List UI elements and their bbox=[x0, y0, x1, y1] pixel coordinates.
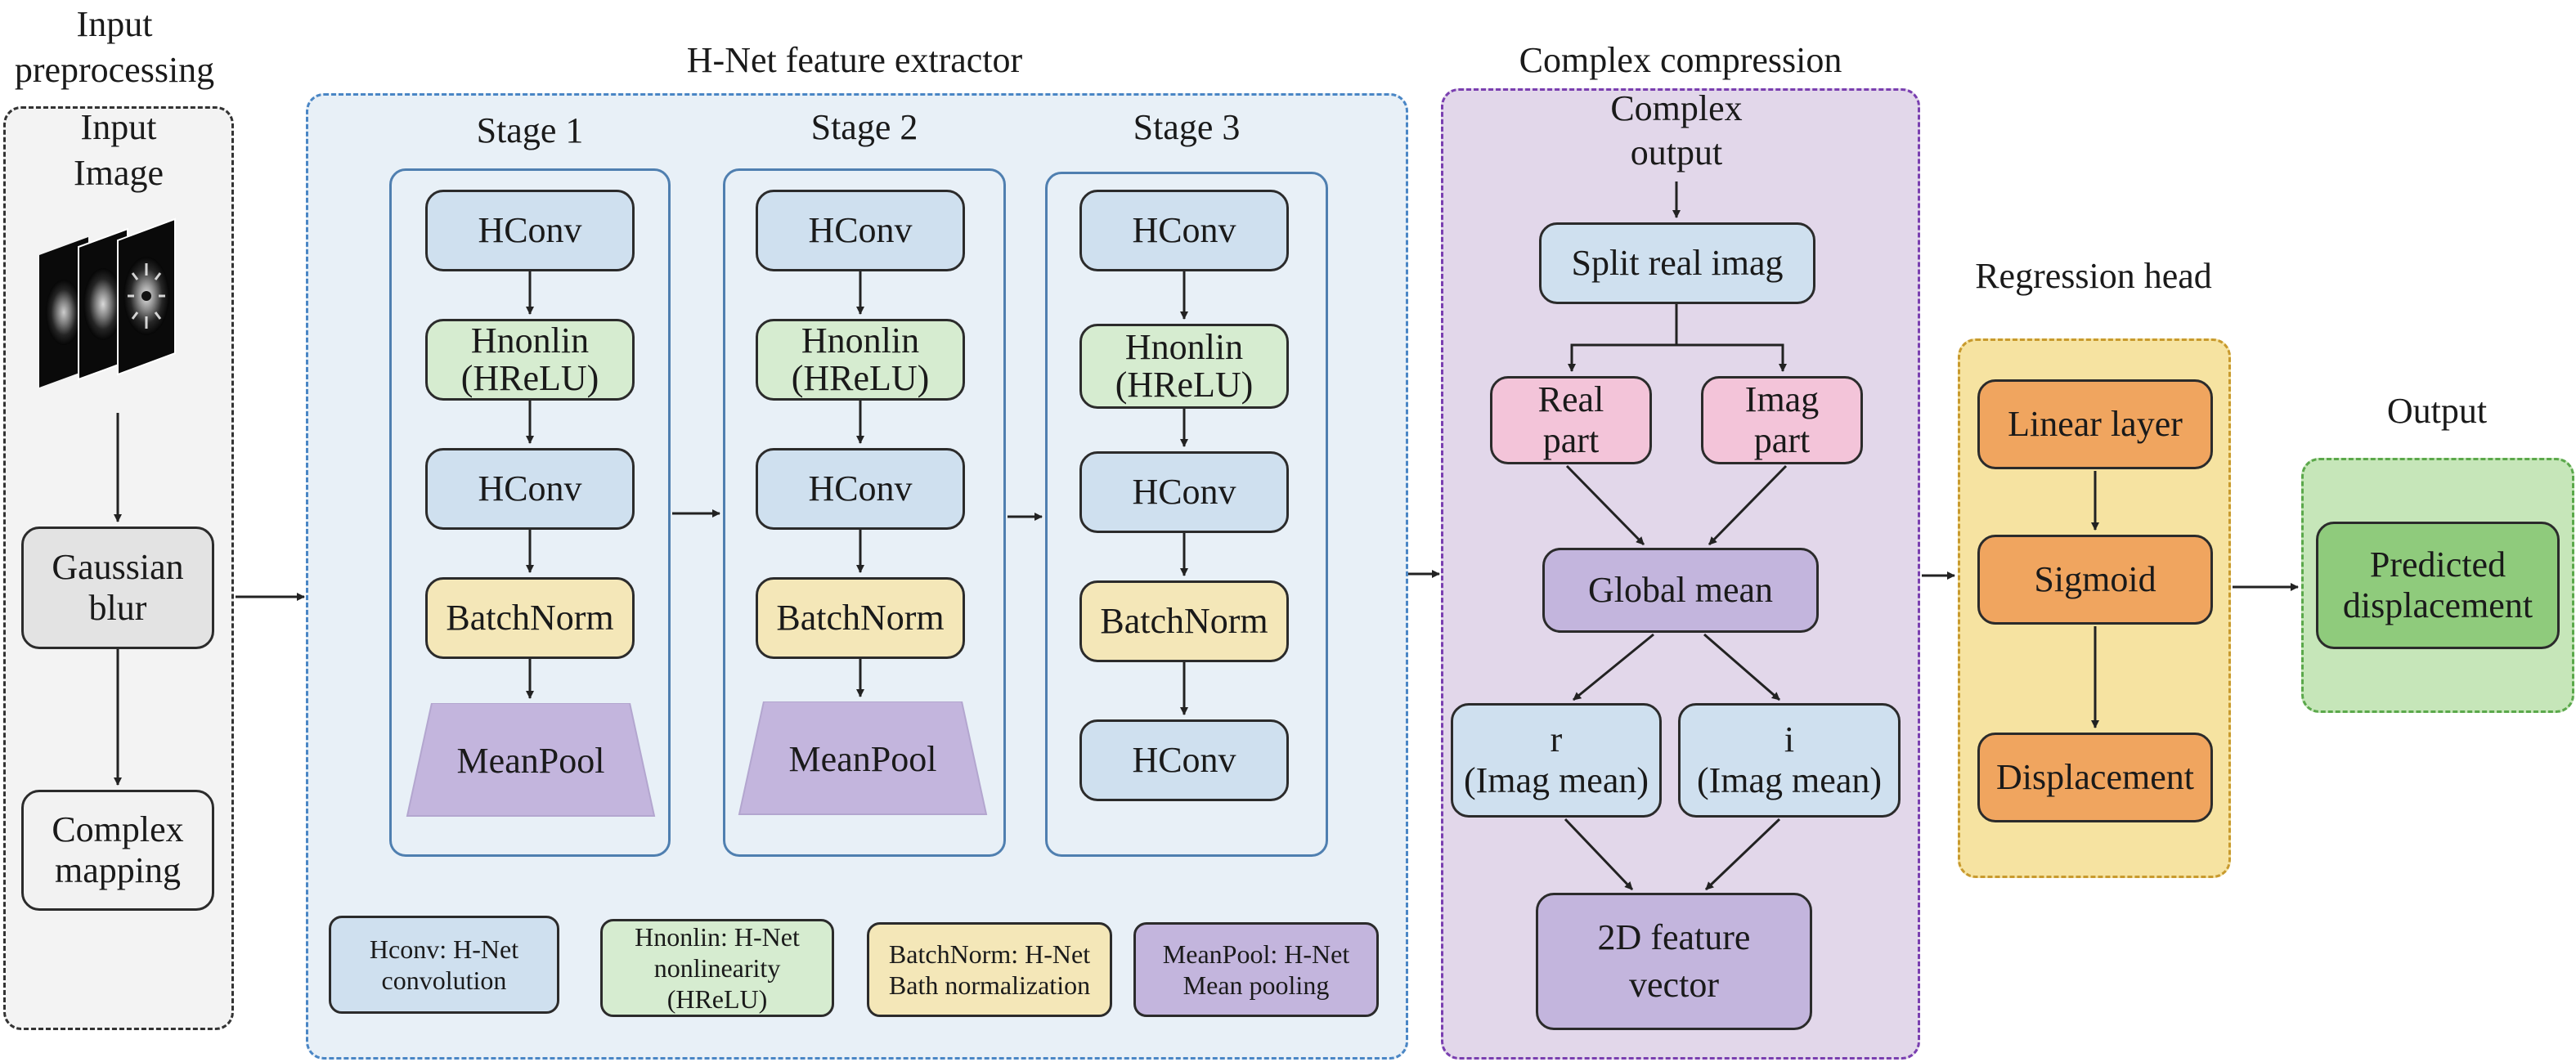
input-image-stack bbox=[36, 214, 200, 410]
output-title: Output bbox=[2386, 391, 2488, 431]
stage-2-label: Stage 2 bbox=[810, 107, 918, 147]
stage-1-hnonlin: Hnonlin (HReLU) bbox=[425, 319, 635, 401]
stage-2-hconv-2: HConv bbox=[756, 448, 965, 530]
stage-2-batchnorm: BatchNorm bbox=[756, 577, 965, 659]
input-image-label: Input Image bbox=[74, 107, 164, 193]
i-imag-mean-box: i (Imag mean) bbox=[1678, 703, 1901, 818]
arrow-mean-to-r bbox=[1573, 633, 1654, 701]
complex-compression-title: Complex compression bbox=[1519, 40, 1842, 80]
arrow-imag-to-mean bbox=[1708, 464, 1788, 546]
stage-2-meanpool-label: MeanPool bbox=[788, 738, 937, 779]
stage-1-meanpool: MeanPool bbox=[406, 703, 656, 818]
arrow-split-to-real bbox=[1568, 304, 1678, 372]
linear-layer-box: Linear layer bbox=[1977, 379, 2213, 469]
arrow-mean-to-i bbox=[1703, 633, 1780, 701]
stage-2-meanpool: MeanPool bbox=[738, 701, 988, 816]
global-mean-box: Global mean bbox=[1542, 548, 1819, 633]
input-preprocessing-title: Input preprocessing bbox=[14, 4, 215, 90]
feature-vector-box: 2D feature vector bbox=[1536, 893, 1812, 1030]
stage-1-hconv-1: HConv bbox=[425, 190, 635, 271]
predicted-displacement-box: Predicted displacement bbox=[2316, 522, 2560, 649]
stage-1-batchnorm: BatchNorm bbox=[425, 577, 635, 659]
complex-output-label: Complex output bbox=[1610, 88, 1743, 173]
arrow-split-to-imag bbox=[1676, 343, 1787, 372]
r-imag-mean-box: r (Imag mean) bbox=[1451, 703, 1662, 818]
stage-1-label: Stage 1 bbox=[476, 110, 584, 150]
stage-3-hnonlin: Hnonlin (HReLU) bbox=[1079, 324, 1289, 409]
stage-1-meanpool-label: MeanPool bbox=[456, 740, 605, 781]
displacement-box: Displacement bbox=[1977, 733, 2213, 822]
gaussian-blur-box: Gaussian blur bbox=[21, 527, 214, 649]
arrow-r-to-feature bbox=[1564, 818, 1634, 891]
stage-3-hconv-3: HConv bbox=[1079, 719, 1289, 801]
arrow-real-to-mean bbox=[1565, 464, 1645, 546]
sigmoid-box: Sigmoid bbox=[1977, 535, 2213, 625]
stage-3-label: Stage 3 bbox=[1133, 107, 1241, 147]
stage-1-frame bbox=[389, 168, 671, 857]
arrow-i-to-feature bbox=[1704, 818, 1781, 891]
regression-head-title: Regression head bbox=[1975, 256, 2212, 296]
legend-batchnorm: BatchNorm: H-Net Bath normalization bbox=[867, 922, 1112, 1017]
stage-3-hconv-1: HConv bbox=[1079, 190, 1289, 271]
stage-3-hconv-2: HConv bbox=[1079, 451, 1289, 533]
stage-3-frame bbox=[1045, 172, 1328, 857]
stage-2-frame bbox=[723, 168, 1006, 857]
legend-hnonlin: Hnonlin: H-Net nonlinearity (HReLU) bbox=[600, 919, 834, 1017]
legend-hconv: Hconv: H-Net convolution bbox=[329, 916, 559, 1014]
stage-1-hconv-2: HConv bbox=[425, 448, 635, 530]
real-part-box: Real part bbox=[1490, 376, 1652, 464]
split-real-imag-box: Split real imag bbox=[1539, 222, 1815, 304]
stage-3-batchnorm: BatchNorm bbox=[1079, 580, 1289, 662]
complex-mapping-box: Complex mapping bbox=[21, 790, 214, 911]
stage-2-hnonlin: Hnonlin (HReLU) bbox=[756, 319, 965, 401]
hnet-title: H-Net feature extractor bbox=[686, 40, 1023, 80]
legend-meanpool: MeanPool: H-Net Mean pooling bbox=[1133, 922, 1379, 1017]
imag-part-box: Imag part bbox=[1701, 376, 1863, 464]
stage-2-hconv-1: HConv bbox=[756, 190, 965, 271]
